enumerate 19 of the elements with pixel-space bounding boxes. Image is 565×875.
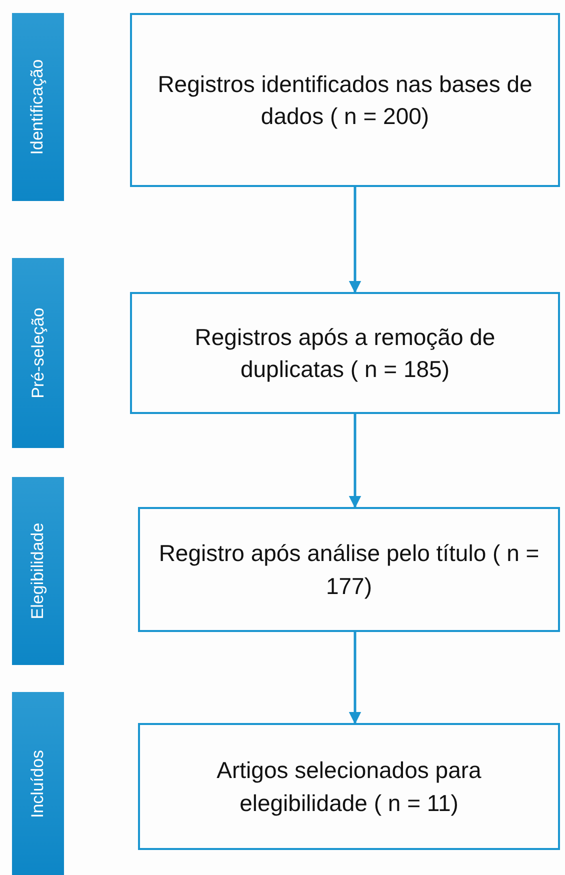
stage-band — [12, 477, 64, 665]
stage-band — [12, 692, 64, 875]
process-box — [138, 723, 560, 850]
stage-band — [12, 258, 64, 448]
process-box — [130, 13, 560, 187]
stage-label: Identificação — [28, 59, 48, 155]
arrow — [348, 632, 362, 724]
box-text: Registro após análise pelo título ( n = 177) — [158, 539, 540, 601]
stage-label: Incluídos — [28, 749, 48, 818]
stage-label: Elegibilidade — [28, 522, 48, 620]
box-text: Registros identificados nas bases de dados ( n = 200) — [156, 70, 534, 131]
box-text: Registros após a remoção de duplicatas ( n = 185) — [194, 322, 496, 384]
process-box — [138, 507, 560, 632]
arrow — [348, 414, 362, 508]
process-box — [130, 292, 560, 414]
stage-label: Pré-seleção — [28, 308, 48, 398]
stage-band — [12, 13, 64, 201]
box-text: Artigos selecionados para elegibilidade ( n = 11) — [216, 756, 482, 818]
arrow — [348, 187, 362, 294]
